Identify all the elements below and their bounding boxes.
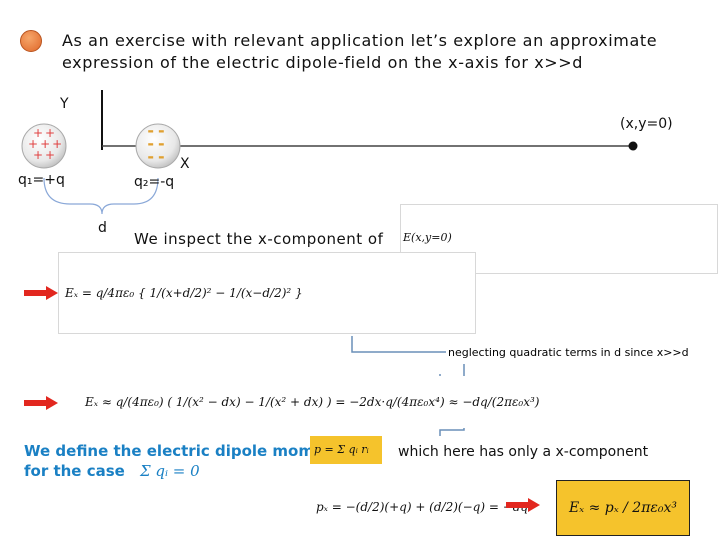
- plus-signs: ++ +++ ++: [28, 126, 65, 162]
- equation-2: Eₓ ≈ q/(4πε₀) ( 1/(x² − dx) − 1/(x² + dx…: [78, 376, 540, 428]
- q2-label: q₂=-q: [134, 174, 175, 190]
- arrow-right-icon: [24, 286, 58, 300]
- d-brace: [43, 177, 159, 215]
- x-axis-label: X: [180, 156, 190, 172]
- slide-title: As an exercise with relevant application…: [62, 30, 657, 74]
- neglect-note: neglecting quadratic terms in d since x>…: [448, 346, 689, 359]
- d-label: d: [98, 220, 107, 236]
- equation-1: Eₓ = q/4πε₀ { 1/(x+d/2)² − 1/(x−d/2)² }: [58, 252, 476, 334]
- field-point-dot: [628, 141, 638, 151]
- title-line-2: expression of the electric dipole-field …: [62, 53, 584, 72]
- define-line-2: for the case: [24, 462, 125, 480]
- dipole-definition: p = Σ qᵢ rᵢ: [310, 436, 382, 464]
- positive-charge: [21, 123, 67, 169]
- q1-label: q₁=+q: [18, 172, 65, 188]
- negative-charge: [135, 123, 181, 169]
- e-xy0: E(x,y=0): [403, 231, 452, 244]
- define-line-1: We define the electric dipole moment: [24, 442, 343, 460]
- arrow-right-icon-2: [24, 396, 58, 410]
- title-line-1: As an exercise with relevant application…: [62, 31, 658, 50]
- inspect-text: We inspect the x-component of: [134, 230, 384, 248]
- minus-signs: -- -- --: [147, 121, 169, 166]
- sum-charges: Σ qᵢ = 0: [140, 462, 200, 480]
- y-axis-label: Y: [60, 96, 69, 112]
- bullet-icon: [20, 30, 42, 52]
- arrow-right-icon-3: [506, 498, 540, 512]
- px-equation: pₓ = −(d/2)(+q) + (d/2)(−q) = −dq: [316, 500, 529, 514]
- point-label: (x,y=0): [620, 116, 673, 132]
- result-box: Eₓ ≈ pₓ / 2πε₀x³: [556, 480, 690, 536]
- which-text: which here has only a x-component: [398, 444, 649, 460]
